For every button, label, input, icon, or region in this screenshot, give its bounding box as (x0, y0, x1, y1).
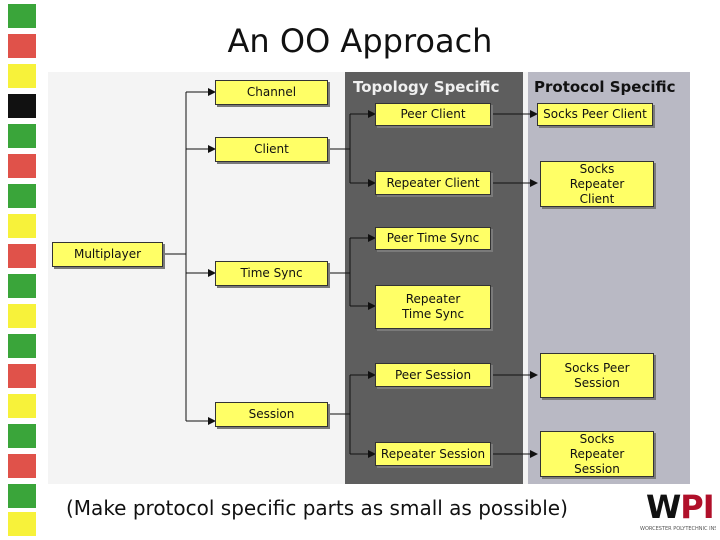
stripe-square (8, 484, 36, 508)
decorative-color-stripe (0, 0, 44, 540)
stripe-square (8, 64, 36, 88)
socks-peer-session-box: Socks Peer Session (540, 353, 654, 398)
connector-lines (163, 88, 538, 458)
socks-repeater-client-box: Socks Repeater Client (540, 161, 654, 207)
stripe-square (8, 34, 36, 58)
stripe-square (8, 274, 36, 298)
channel-box: Channel (215, 80, 328, 105)
stripe-square (8, 4, 36, 28)
stripe-square (8, 424, 36, 448)
stripe-square (8, 94, 36, 118)
protocol-specific-panel: Protocol Specific (528, 72, 690, 484)
caption-text: (Make protocol specific parts as small a… (66, 496, 568, 520)
socks-peer-client-box: Socks Peer Client (537, 103, 653, 126)
stripe-square (8, 304, 36, 328)
stripe-square (8, 214, 36, 238)
client-box: Client (215, 137, 328, 162)
peer-time-sync-box: Peer Time Sync (375, 227, 491, 250)
repeater-session-box: Repeater Session (375, 442, 491, 466)
peer-session-box: Peer Session (375, 363, 491, 387)
stripe-square (8, 394, 36, 418)
wpi-logo-tagline: WORCESTER POLYTECHNIC INSTITUTE (640, 526, 716, 532)
stripe-square (8, 124, 36, 148)
multiplayer-box: Multiplayer (52, 242, 163, 267)
session-box: Session (215, 402, 328, 427)
class-hierarchy-diagram: Topology Specific Protocol Specific (48, 72, 690, 484)
wpi-logo: WPI WORCESTER POLYTECHNIC INSTITUTE (636, 486, 716, 534)
stripe-square (8, 154, 36, 178)
repeater-time-sync-box: Repeater Time Sync (375, 285, 491, 329)
wpi-logo-wordmark: WPI (646, 488, 715, 526)
protocol-panel-title: Protocol Specific (534, 78, 676, 96)
topology-specific-panel: Topology Specific (345, 72, 523, 484)
stripe-square (8, 184, 36, 208)
peer-client-box: Peer Client (375, 103, 491, 126)
topology-panel-title: Topology Specific (353, 78, 500, 96)
slide-title: An OO Approach (227, 22, 493, 60)
socks-repeater-session-box: Socks Repeater Session (540, 431, 654, 477)
stripe-square (8, 454, 36, 478)
stripe-square (8, 364, 36, 388)
stripe-square (8, 334, 36, 358)
stripe-square (8, 512, 36, 536)
stripe-square (8, 244, 36, 268)
time-sync-box: Time Sync (215, 261, 328, 286)
repeater-client-box: Repeater Client (375, 171, 491, 195)
